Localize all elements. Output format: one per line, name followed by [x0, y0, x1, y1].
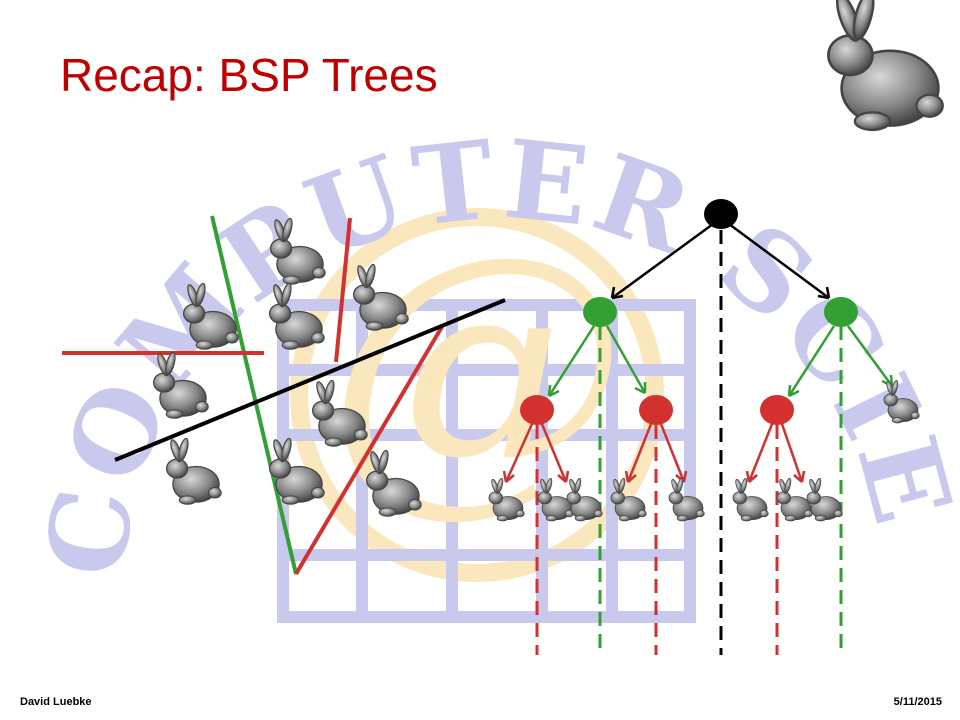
tree-edge	[817, 286, 831, 300]
tree-edge	[787, 325, 836, 398]
tree-edge	[611, 222, 714, 300]
bsp-scene	[62, 215, 506, 576]
split-line-green	[210, 215, 298, 575]
tree-node-green	[824, 297, 858, 327]
tree-edge	[745, 423, 774, 483]
tree-edge	[610, 286, 624, 300]
tree-node-red	[639, 395, 673, 425]
tree-node-green	[583, 297, 617, 327]
tree-edge	[728, 222, 830, 300]
tree-node-red	[520, 395, 554, 425]
tree-edge	[605, 325, 647, 395]
footer-author: David Luebke	[20, 696, 92, 708]
bunny-icon	[165, 436, 222, 505]
split-line-red-lower	[294, 323, 445, 576]
tree-node-red	[760, 395, 794, 425]
page-title: Recap: BSP Trees	[60, 49, 438, 101]
tree-edge	[780, 423, 806, 483]
bunny-icon	[827, 0, 945, 132]
bsp-tree	[488, 199, 920, 655]
tree-edge	[547, 325, 596, 398]
split-line-red-upper	[334, 217, 352, 363]
tree-edge	[502, 423, 534, 483]
tree-edge	[540, 423, 570, 483]
bunny-icon	[732, 477, 769, 522]
tree-node-root	[704, 199, 738, 229]
tree-edge	[624, 423, 653, 483]
split-line-root	[114, 298, 506, 462]
footer-date: 5/11/2015	[893, 696, 942, 708]
watermark-ring	[290, 208, 664, 582]
